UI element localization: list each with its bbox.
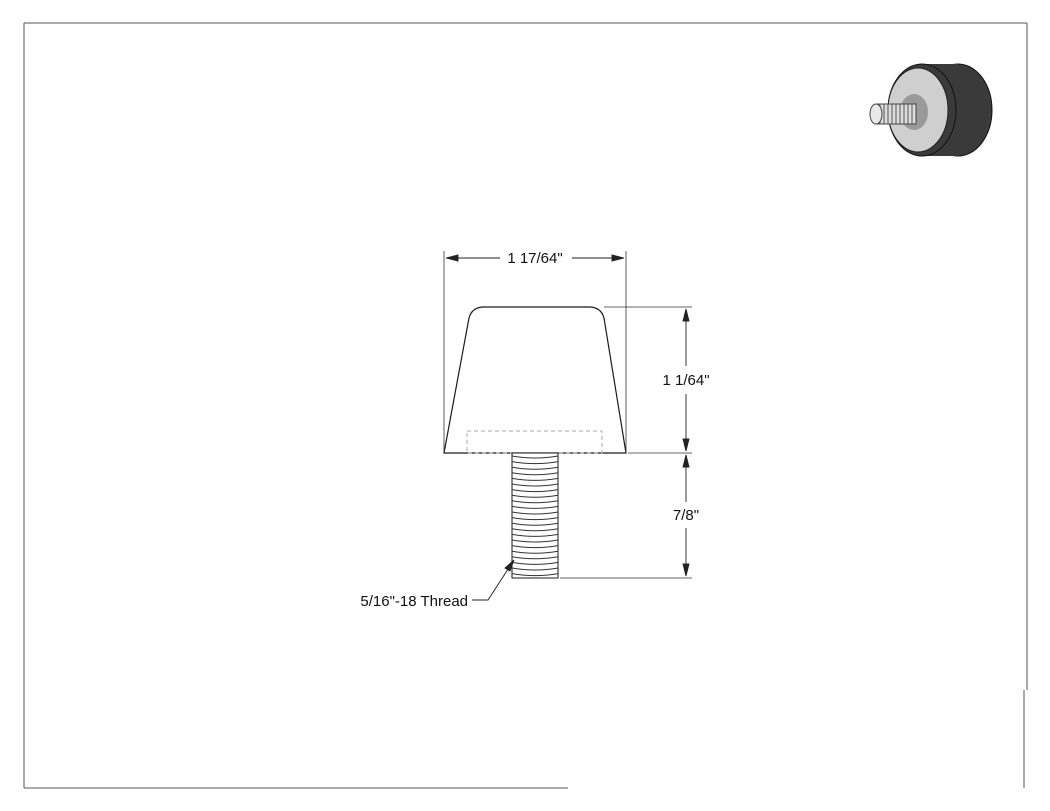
width-dimension-label: 1 17/64" [507, 250, 562, 267]
thread-ridge [511, 561, 559, 565]
thread-ridge [511, 466, 559, 470]
thread-callout-leader [472, 559, 515, 601]
thread-ridge [511, 500, 559, 504]
thread-ridge [511, 472, 559, 476]
thread-ridge [511, 517, 559, 521]
thread-ridge [511, 461, 559, 465]
width-dimension-line [445, 254, 625, 262]
thread-ridge [511, 477, 559, 481]
thread-ridge [511, 533, 559, 537]
body-height-dimension-line [682, 308, 690, 452]
extension-lines [443, 251, 692, 579]
thread-ridge [511, 455, 559, 459]
thread-ridge [511, 505, 559, 509]
threaded-stud [511, 452, 559, 579]
thread-ridge [511, 522, 559, 526]
thread-ridge [511, 556, 559, 560]
thread-ridge [511, 567, 559, 571]
thread-ridge [511, 545, 559, 549]
thread-ridge [511, 550, 559, 554]
thread-ridge [511, 511, 559, 515]
thread-ridge [511, 539, 559, 543]
body-height-dimension-label: 1 1/64" [662, 372, 709, 389]
thread-callout-label: 5/16"-18 Thread [360, 593, 468, 610]
thread-ridge [511, 528, 559, 532]
thread-ridge [511, 573, 559, 577]
stud-length-dimension-line [682, 454, 690, 577]
bumper-body-outline [443, 306, 627, 454]
thread-ridge [511, 489, 559, 493]
stud-length-dimension-label: 7/8" [673, 507, 699, 524]
drawing-frame [23, 22, 1028, 789]
thread-ridge [511, 494, 559, 498]
isometric-view-icon [869, 63, 993, 157]
thread-ridge [511, 483, 559, 487]
